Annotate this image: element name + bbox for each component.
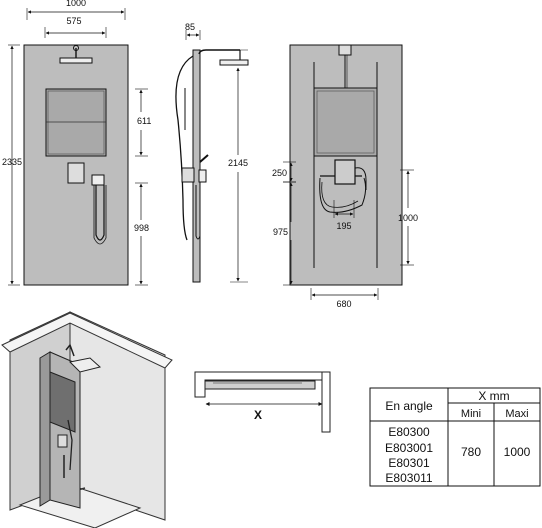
wall-detail: X	[194, 371, 331, 433]
dim-front-height-total: 2335	[2, 157, 22, 167]
dim-side-height: 2145	[228, 158, 248, 168]
rear-valve	[334, 159, 356, 185]
table-model: E803001	[385, 441, 433, 455]
side-view: 85 2145	[175, 22, 249, 283]
front-hand-shower-bracket	[91, 174, 105, 186]
dim-side-depth: 85	[185, 22, 195, 32]
front-mirror	[45, 88, 107, 157]
dim-front-width-head: 575	[66, 16, 81, 26]
rear-mirror	[313, 87, 378, 157]
dim-rear-height-small: 250	[272, 168, 287, 178]
iso-panel	[39, 351, 51, 507]
side-shower-head	[219, 59, 249, 66]
table-header-en-angle: En angle	[385, 399, 433, 413]
spec-table: En angle X mm Mini Maxi E80300 E803001 E…	[369, 387, 541, 487]
dim-front-height-lower: 998	[134, 223, 149, 233]
side-panel	[192, 49, 201, 283]
table-header-x-mm: X mm	[478, 389, 509, 403]
table-model: E80301	[388, 456, 430, 470]
table-min-value: 780	[461, 445, 481, 459]
rear-view: 250 975 195 1000 680	[272, 44, 418, 309]
dim-rear-width-spacing: 195	[336, 221, 351, 231]
front-shower-head	[59, 57, 93, 64]
dim-front-width-total: 1000	[66, 0, 86, 8]
iso-mirror	[49, 371, 76, 433]
front-mixer	[67, 162, 85, 184]
dim-rear-height-left: 975	[273, 227, 288, 237]
dim-rear-width-total: 680	[336, 299, 351, 309]
front-view: 1000 575 2335 611 998	[2, 0, 151, 286]
isometric-view	[1, 311, 173, 528]
wall-panel-section	[204, 380, 316, 390]
table-model: E803011	[385, 471, 432, 485]
table-col-max: Maxi	[505, 408, 528, 420]
table-max-value: 1000	[504, 445, 531, 459]
side-hose	[175, 55, 194, 241]
wall-detail-x-label: X	[254, 408, 262, 422]
rear-top-box	[338, 44, 352, 56]
table-col-min: Mini	[461, 408, 481, 420]
table-model: E80300	[388, 425, 430, 439]
dim-front-height-upper: 611	[137, 116, 151, 126]
dim-rear-height-right: 1000	[398, 213, 418, 223]
